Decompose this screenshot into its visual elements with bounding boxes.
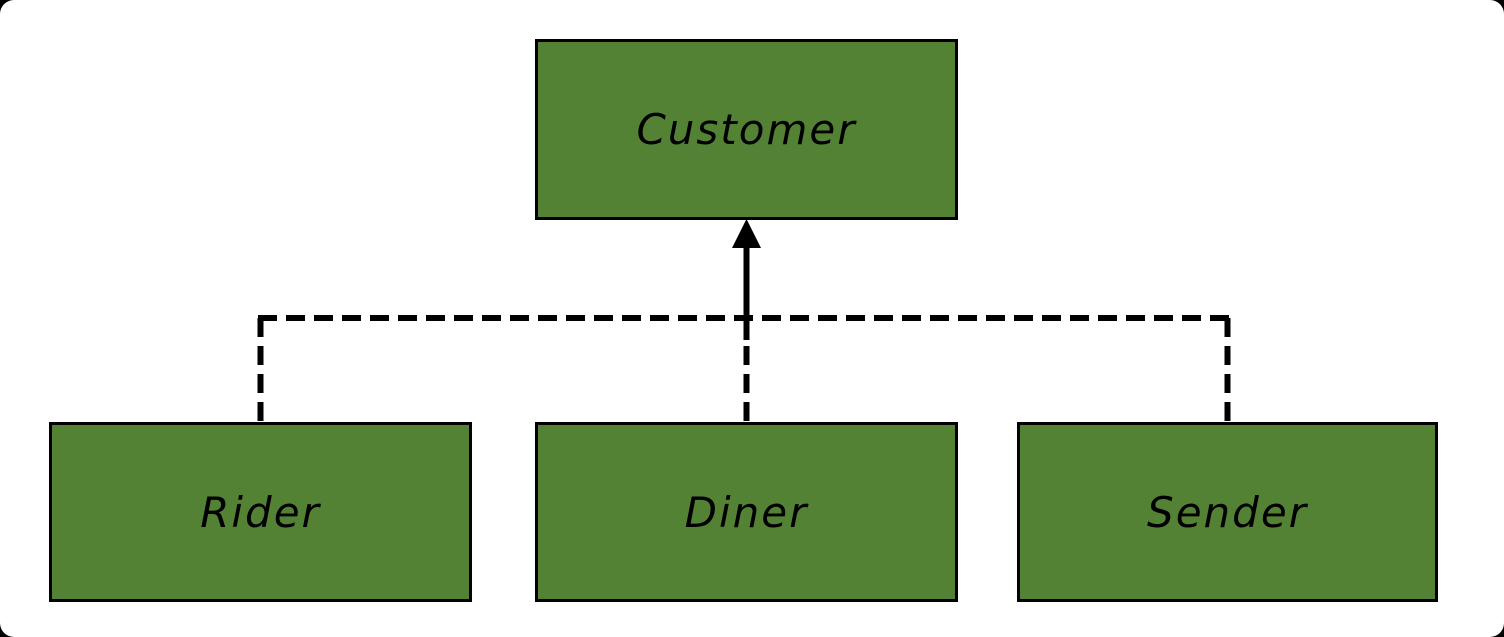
node-sender-label: Sender xyxy=(1147,487,1308,537)
node-rider-label: Rider xyxy=(200,487,321,537)
node-diner[interactable]: Diner xyxy=(535,422,958,602)
arrowhead-up-icon xyxy=(732,219,761,248)
node-customer[interactable]: Customer xyxy=(535,39,958,220)
node-customer-label: Customer xyxy=(636,105,857,154)
node-sender[interactable]: Sender xyxy=(1017,422,1438,602)
node-diner-label: Diner xyxy=(684,487,809,537)
node-rider[interactable]: Rider xyxy=(49,422,472,602)
